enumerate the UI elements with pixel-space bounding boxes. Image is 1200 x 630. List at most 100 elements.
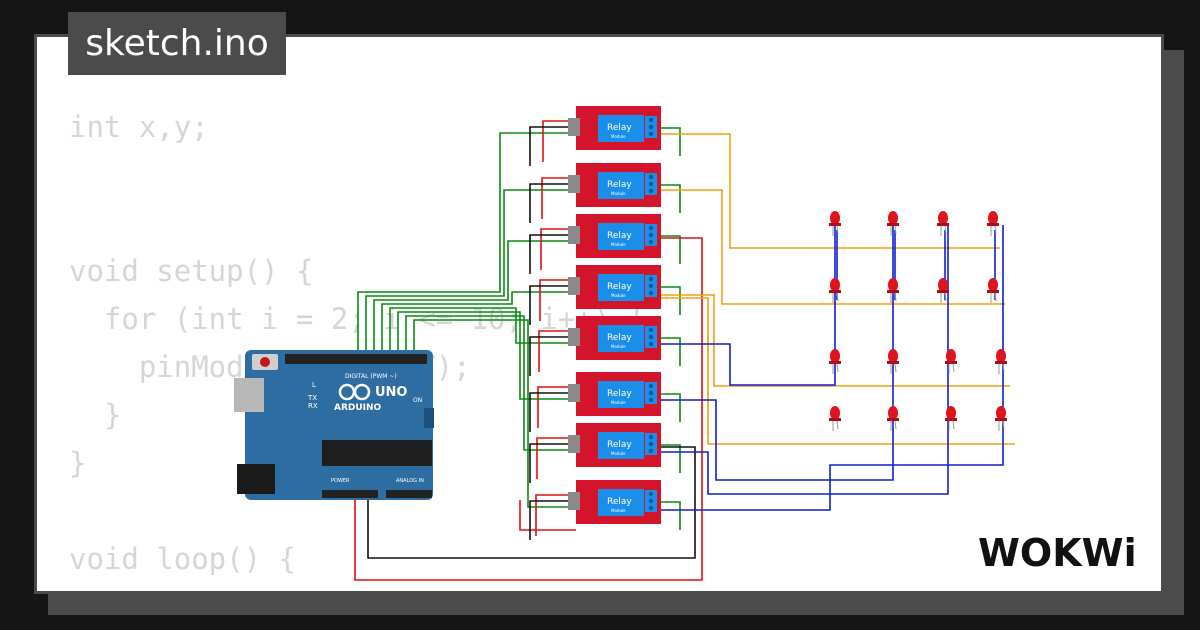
code-line: }: [69, 398, 122, 432]
wire: [405, 315, 576, 451]
relay-label: Relay: [607, 497, 632, 507]
code-line: void setup() {: [69, 254, 314, 288]
wire: [661, 235, 681, 264]
wokwi-logo-text: WOKWi: [978, 531, 1137, 575]
wires-layer: [354, 120, 1015, 581]
led[interactable]: [829, 349, 841, 374]
wire: [536, 437, 576, 479]
led[interactable]: [887, 211, 899, 236]
power-header: [322, 490, 378, 498]
file-title-tab: sketch.ino: [68, 12, 286, 75]
wire: [538, 330, 576, 372]
led[interactable]: [937, 211, 949, 236]
wire: [357, 132, 576, 356]
board-model: UNO: [375, 385, 408, 400]
wire: [381, 291, 576, 356]
wire: [661, 286, 681, 315]
wire: [661, 444, 681, 473]
wire: [529, 500, 576, 540]
led[interactable]: [987, 211, 999, 236]
on-led-label: ON: [413, 397, 422, 404]
wire: [373, 240, 576, 356]
wire: [661, 189, 1005, 305]
led[interactable]: [937, 278, 949, 303]
led-matrix: [829, 211, 1007, 431]
code-line: }: [69, 446, 87, 480]
wire: [389, 307, 576, 356]
analog-header-label: ANALOG IN: [396, 478, 424, 484]
code-line: for (x=2; x<=5; x++){: [69, 583, 645, 591]
relay-sublabel: Module: [611, 400, 626, 405]
relay-sublabel: Module: [611, 134, 626, 139]
led[interactable]: [829, 278, 841, 303]
code-line: for (int i = 2; i <= 10; i++) {: [69, 302, 646, 336]
wire: [661, 294, 1010, 387]
led[interactable]: [829, 211, 841, 236]
code-line: void loop() {: [69, 542, 296, 576]
wire: [540, 228, 576, 270]
led[interactable]: [995, 349, 1007, 374]
relay-label: Relay: [607, 333, 632, 343]
l-led-label: L: [312, 381, 316, 389]
digital-header: [285, 354, 427, 364]
wire: [661, 225, 894, 481]
led[interactable]: [887, 278, 899, 303]
wire: [367, 446, 696, 559]
led[interactable]: [945, 349, 957, 374]
wire: [537, 386, 576, 428]
wire: [542, 120, 576, 162]
wire: [529, 336, 576, 376]
wire: [535, 494, 576, 536]
wire: [365, 189, 576, 356]
microcontroller-chip: [322, 440, 432, 466]
relay-label: Relay: [607, 180, 632, 190]
wire: [529, 234, 576, 274]
wire: [661, 225, 1004, 511]
wire: [661, 297, 1015, 445]
relay-label: Relay: [607, 440, 632, 450]
wire: [529, 443, 576, 483]
wire: [529, 285, 576, 325]
power-header-label: POWER: [331, 478, 350, 484]
led[interactable]: [887, 406, 899, 431]
board-brand: ARDUINO: [334, 403, 382, 413]
wire: [539, 279, 576, 321]
wokwi-logo: WOKWi: [978, 531, 1137, 575]
relay-label: Relay: [607, 282, 632, 292]
relay-sublabel: Module: [611, 242, 626, 247]
digital-header-label: DIGITAL (PWM ~): [345, 373, 397, 380]
relay-sublabel: Module: [611, 451, 626, 456]
power-jack: [237, 464, 275, 494]
arduino-uno-board[interactable]: DIGITAL (PWM ~) L TX RX UNO ARDUINO ON P…: [234, 350, 434, 500]
wire: [661, 184, 681, 213]
wire: [529, 392, 576, 432]
led[interactable]: [945, 406, 957, 431]
wire: [541, 177, 576, 219]
led[interactable]: [995, 406, 1007, 431]
relay-label: Relay: [607, 123, 632, 133]
wire: [661, 501, 681, 530]
rx-led-label: RX: [308, 402, 318, 410]
arduino-logo-icon: [338, 383, 371, 401]
relay-label: Relay: [607, 231, 632, 241]
wire: [354, 237, 703, 581]
wire: [661, 337, 681, 366]
wire: [661, 133, 1000, 249]
led[interactable]: [987, 278, 999, 303]
relay-label: Relay: [607, 389, 632, 399]
usb-port: [234, 378, 264, 412]
led[interactable]: [887, 349, 899, 374]
wire: [661, 127, 681, 156]
analog-header: [386, 490, 432, 498]
code-line: int x,y;: [69, 110, 209, 144]
relay-sublabel: Module: [611, 191, 626, 196]
led[interactable]: [829, 406, 841, 431]
